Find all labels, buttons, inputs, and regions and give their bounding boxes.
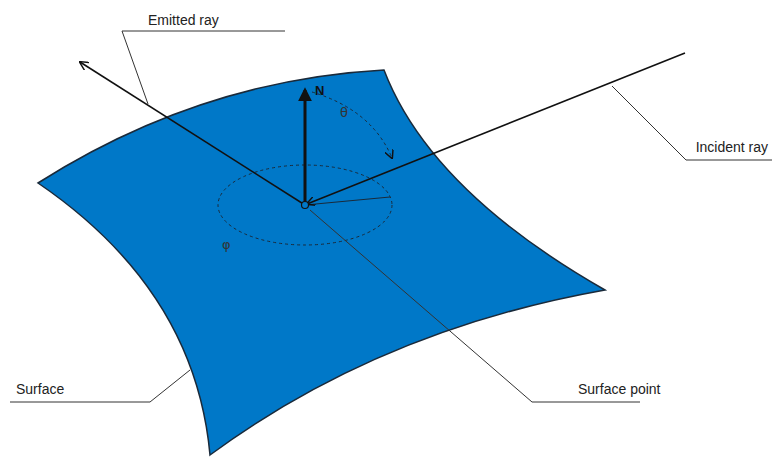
- emitted-leader: [122, 31, 285, 104]
- surface-leader: [10, 370, 190, 402]
- normal-arrow: [304, 90, 307, 205]
- surface-point-leader: [310, 210, 640, 402]
- callout-label: Incident ray: [696, 140, 768, 154]
- normal-symbol: N: [315, 84, 324, 97]
- theta-arc: [312, 92, 392, 158]
- angle-symbol: φ: [222, 238, 231, 251]
- incident-ray: [307, 53, 685, 204]
- callout-label: Surface: [16, 382, 64, 396]
- angle-symbol: θ: [340, 106, 348, 119]
- surface-point-dot: [302, 202, 309, 209]
- incident-leader: [612, 86, 772, 160]
- surface-patch: [38, 70, 605, 455]
- callout-leaders: [10, 31, 772, 402]
- callout-label: Emitted ray: [148, 13, 219, 27]
- projection-line: [305, 197, 390, 205]
- callout-label: Surface point: [578, 382, 661, 396]
- emitted-ray: [80, 62, 305, 205]
